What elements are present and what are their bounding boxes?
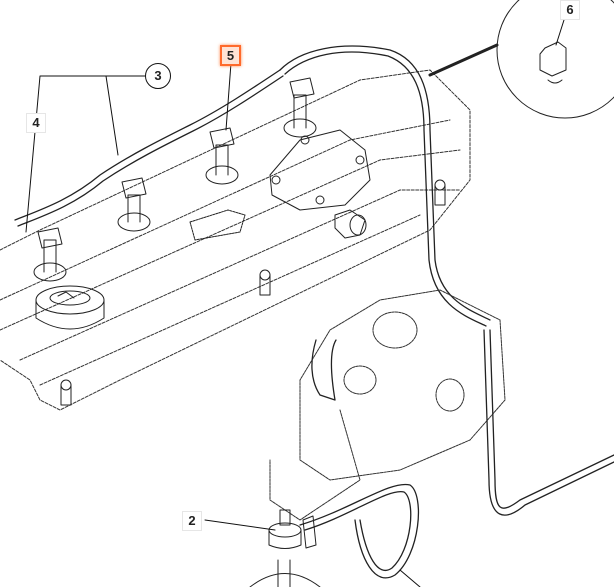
- rocker-cover: [0, 69, 471, 411]
- logo-plate: [189, 209, 246, 241]
- leak-off-pipe: [14, 45, 491, 327]
- callout-5-highlighted[interactable]: 5: [220, 45, 241, 66]
- cover-bolts: [60, 179, 446, 406]
- injectors: [33, 94, 317, 282]
- callout-2[interactable]: 2: [182, 511, 202, 531]
- pump-pipes: [299, 329, 614, 579]
- callout-4[interactable]: 4: [26, 113, 46, 133]
- leader-lines: [25, 19, 565, 587]
- fuel-pipe-connector: [249, 509, 321, 587]
- breather-outlet: [334, 209, 367, 239]
- injector-clips: [37, 77, 315, 249]
- oil-filler-cap: [35, 285, 105, 330]
- cover-plate: [269, 129, 371, 211]
- detail-view-circle: [428, 0, 614, 119]
- callout-6[interactable]: 6: [560, 0, 580, 20]
- fuel-injection-pump: [269, 289, 506, 521]
- callout-3[interactable]: 3: [145, 63, 171, 89]
